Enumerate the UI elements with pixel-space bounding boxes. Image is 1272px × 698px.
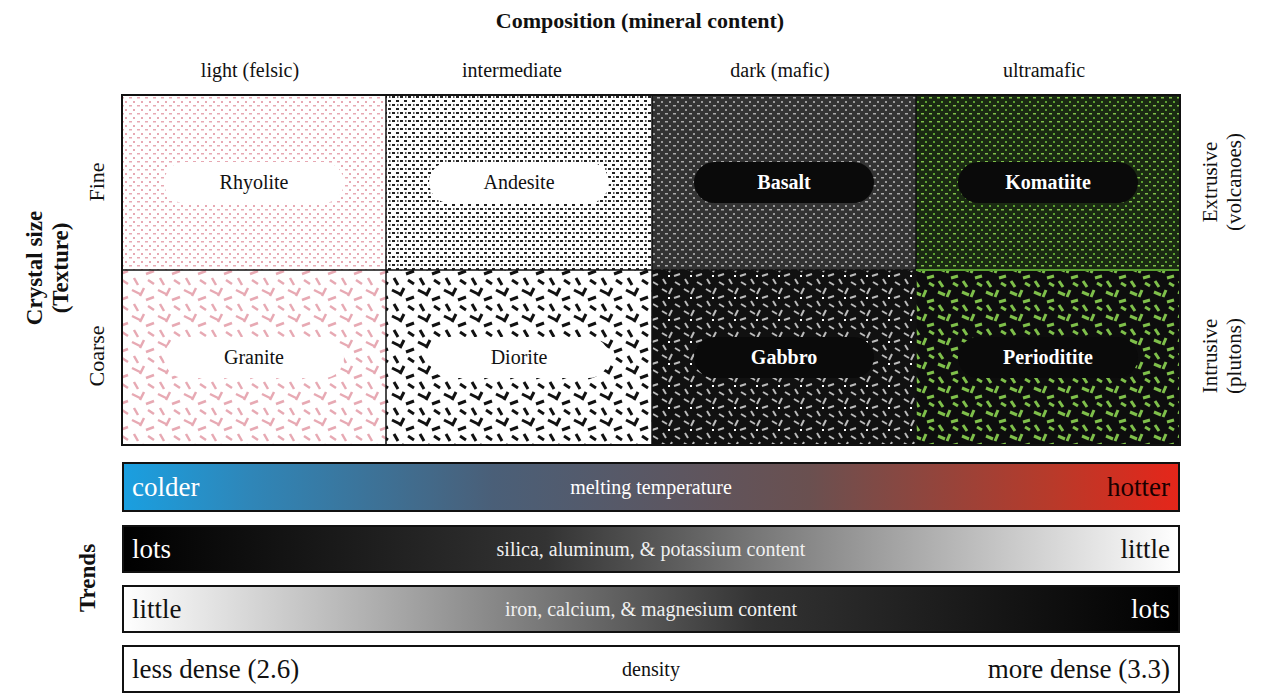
trend-label: density: [622, 658, 680, 681]
rock-cell: Basalt: [652, 95, 916, 270]
trend-bar: less dense (2.6) density more dense (3.3): [122, 645, 1180, 693]
rock-name: Basalt: [694, 162, 874, 203]
rock-cell: Diorite: [386, 270, 652, 445]
rock-cell: Rhyolite: [122, 95, 386, 270]
column-header: light (felsic): [201, 59, 299, 82]
rock-name: Granite: [164, 337, 344, 378]
trend-end: little: [132, 594, 182, 625]
column-header: ultramafic: [1003, 59, 1085, 82]
rock-cell: Andesite: [386, 95, 652, 270]
axis-label: Coarse: [84, 325, 109, 386]
trend-end: less dense (2.6): [132, 654, 299, 685]
trend-label: melting temperature: [570, 476, 732, 499]
trend-bar: colder melting temperature hotter: [122, 462, 1180, 512]
rock-name: Gabbro: [694, 337, 874, 378]
rock-cell: Gabbro: [652, 270, 916, 445]
trend-end: colder: [132, 472, 199, 503]
axis-label: Intrusive (plutons): [1198, 286, 1246, 426]
column-header: intermediate: [462, 59, 562, 82]
axis-label: Extrusive (volcanoes): [1198, 102, 1246, 262]
diagram-title: Composition (mineral content): [496, 8, 784, 34]
rock-cell: Perioditite: [916, 270, 1180, 445]
rock-name: Andesite: [429, 162, 609, 203]
rock-name: Rhyolite: [164, 162, 344, 203]
rock-cell: Granite: [122, 270, 386, 445]
axis-label: Trends: [75, 544, 101, 612]
trend-end: little: [1121, 534, 1171, 565]
trend-end: lots: [1131, 594, 1170, 625]
trend-end: lots: [132, 534, 171, 565]
column-header: dark (mafic): [730, 59, 829, 82]
trend-label: silica, aluminum, & potassium content: [497, 538, 806, 561]
axis-label: Crystal size (Texture): [22, 183, 75, 353]
rock-cell: Komatiite: [916, 95, 1180, 270]
trend-end: hotter: [1107, 472, 1170, 503]
rock-name: Komatiite: [958, 162, 1138, 203]
trend-bar: lots silica, aluminum, & potassium conten…: [122, 525, 1180, 573]
trend-bar: little iron, calcium, & magnesium content…: [122, 585, 1180, 633]
rock-name: Diorite: [429, 337, 609, 378]
axis-label: Fine: [84, 162, 109, 201]
rock-name: Perioditite: [958, 337, 1138, 378]
trend-end: more dense (3.3): [988, 654, 1170, 685]
trend-label: iron, calcium, & magnesium content: [505, 598, 797, 621]
